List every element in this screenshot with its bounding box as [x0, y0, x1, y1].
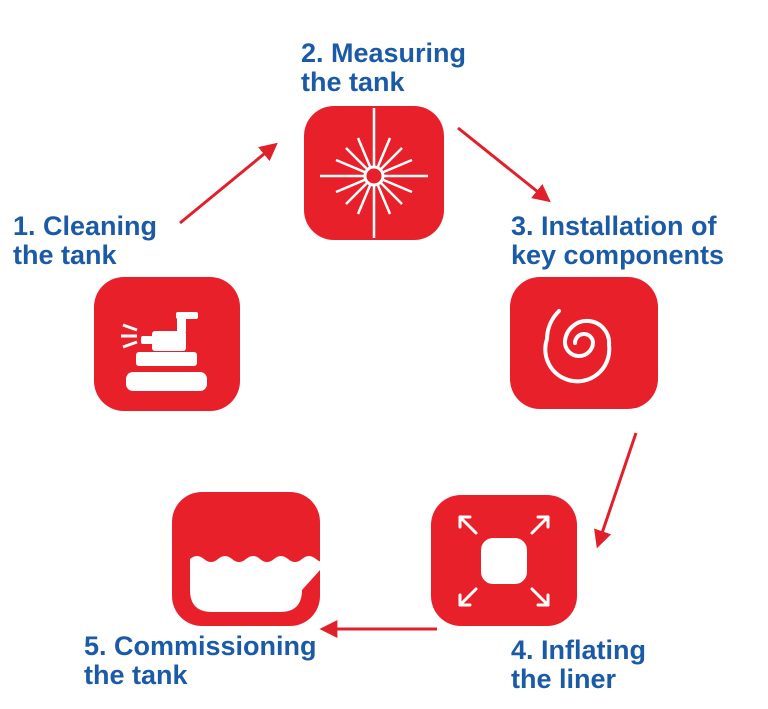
coil-spiral-icon: [543, 309, 612, 384]
step-5-label-line1: 5. Commissioning: [84, 631, 317, 661]
step-4-label: 4. Inflating the liner: [511, 636, 646, 694]
step-1-tile: [94, 277, 240, 411]
step-1-label-line2: the tank: [13, 240, 117, 270]
step-5-label-line2: the tank: [84, 660, 188, 690]
step-3-label-line2: key components: [511, 240, 725, 270]
filled-tank-water-icon: [190, 556, 330, 612]
step-5-tile: [172, 492, 330, 626]
step-2-label-line2: the tank: [301, 67, 405, 97]
step-3-tile: [510, 277, 658, 409]
step-1-label: 1. Cleaning the tank: [13, 212, 157, 270]
laser-measurement-burst-icon: [320, 108, 428, 238]
step-1-label-line1: 1. Cleaning: [13, 211, 158, 241]
step-4-tile: [431, 495, 577, 626]
arrow-3-to-4: [594, 432, 638, 549]
tank-cleaning-sprayer-icon: [121, 312, 207, 391]
step-2-label: 2. Measuring the tank: [301, 39, 466, 97]
step-5-label: 5. Commissioning the tank: [84, 632, 317, 690]
step-2-tile: [304, 106, 444, 240]
step-3-label-line1: 3. Installation of: [511, 211, 717, 241]
step-3-label: 3. Installation of key components: [511, 212, 724, 270]
expand-arrows-icon: [458, 515, 550, 607]
arrow-1-to-2: [179, 142, 278, 225]
arrow-2-to-3: [457, 126, 551, 203]
step-2-label-line1: 2. Measuring: [301, 38, 467, 68]
step-4-label-line2: the liner: [511, 664, 617, 694]
step-4-label-line1: 4. Inflating: [511, 635, 646, 665]
